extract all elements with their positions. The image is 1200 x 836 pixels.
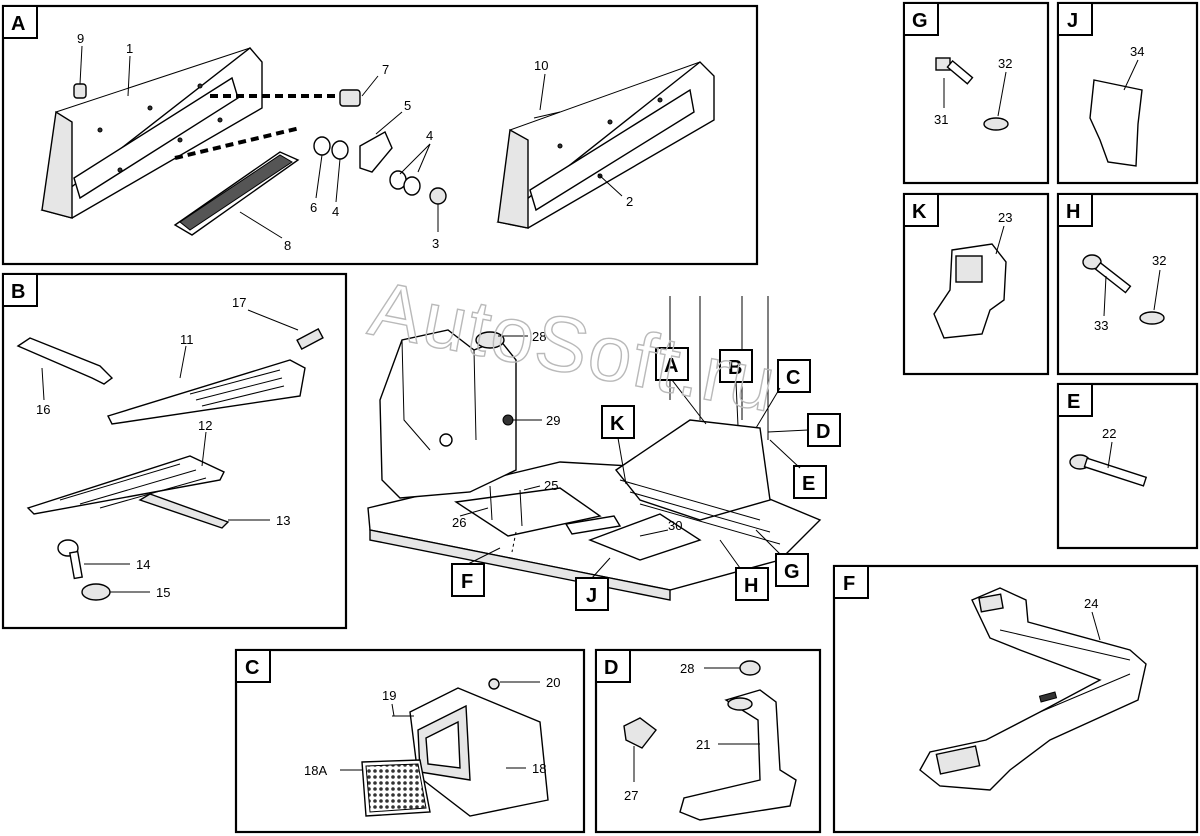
callout-13: 13 [276,513,290,528]
callout-21: 21 [696,737,710,752]
panel-h: H 32 33 [1056,192,1199,376]
callout-20: 20 [546,675,560,690]
panel-b: B 17 11 16 12 13 14 15 [1,272,348,630]
callout-22: 22 [1102,426,1116,441]
callout-24: 24 [1084,596,1098,611]
callout-7: 7 [382,62,389,77]
panel-e-label: E [1067,391,1080,413]
callout-28: 28 [532,329,546,344]
callout-19: 19 [382,688,396,703]
callout-32-h: 32 [1152,253,1166,268]
duct-21 [679,689,797,821]
tag-h: H [744,575,758,597]
callout-1: 1 [126,41,133,56]
tag-b: B [728,357,742,379]
screw-17 [296,328,324,350]
sealant-tube-16 [16,337,114,385]
panel-a-label: A [11,13,25,35]
panel-g-label: G [912,10,928,32]
washer-15 [81,583,111,601]
tag-k: K [610,413,625,435]
panel-b-label: B [11,281,25,303]
callout-16: 16 [36,402,50,417]
panel-f-label: F [843,573,855,595]
tag-j: J [586,585,597,607]
callout-29: 29 [546,413,560,428]
side-frame-right [496,61,715,229]
spoiler-11 [107,359,306,425]
panel-j: J 34 [1056,1,1199,185]
callout-2: 2 [626,194,633,209]
panel-f: F 24 [832,564,1199,834]
tag-f: F [461,571,473,593]
panel-d: D 28 21 27 [594,648,822,834]
cap-9 [73,83,87,99]
callout-11: 11 [180,332,194,347]
clip-27 [623,717,657,749]
panel-h-label: H [1066,201,1080,223]
callout-4a: 4 [426,128,433,143]
callout-15: 15 [156,585,170,600]
nut-20 [488,678,500,690]
callout-12: 12 [198,418,212,433]
callout-6: 6 [310,200,317,215]
panel-e: E 22 [1056,382,1199,550]
console [614,419,771,521]
nut-3 [429,187,447,205]
panel-k-label: K [912,201,927,223]
callout-34: 34 [1130,44,1144,59]
panel-g: G 32 31 [902,1,1050,185]
callout-30: 30 [668,518,682,533]
panel-a: A [1,4,759,266]
washer-4 [331,140,349,160]
filter-8 [173,151,300,236]
callout-10: 10 [534,58,548,73]
strip-13 [138,493,230,529]
washer-32 [983,117,1009,131]
callout-17: 17 [232,295,246,310]
washer-32-h [1139,311,1165,325]
cover-34 [1089,79,1143,167]
cap-28 [739,660,761,676]
callout-27: 27 [624,788,638,803]
callout-14: 14 [136,557,150,572]
callout-31: 31 [934,112,948,127]
overview-drawing: 28 29 25 26 30 A B C D E K F J H G [367,296,841,611]
spoiler-12 [26,455,225,515]
tag-d: D [816,421,830,443]
tag-a: A [664,355,678,377]
callout-9: 9 [77,31,84,46]
tag-c: C [786,367,800,389]
tank-body [379,329,517,499]
callout-32-g: 32 [998,56,1012,71]
tag-g: G [784,561,800,583]
callout-33: 33 [1094,318,1108,333]
washer-6 [313,136,331,156]
bolt-33 [1082,254,1102,270]
panel-k: K 23 [902,192,1050,376]
clip-7 [339,89,361,107]
side-frame-left [40,47,263,219]
tag-e: E [802,473,815,495]
callout-26: 26 [452,515,466,530]
callout-25: 25 [544,478,558,493]
callout-4b: 4 [332,204,339,219]
vent-23 [933,243,1007,339]
callout-5: 5 [404,98,411,113]
panel-j-label: J [1067,10,1078,32]
callout-18: 18 [532,761,546,776]
callout-23: 23 [998,210,1012,225]
callout-3: 3 [432,236,439,251]
callout-28-d: 28 [680,661,694,676]
bracket-5 [359,131,393,173]
mat-f [454,487,602,537]
callout-18a: 18A [304,763,327,778]
panel-c: C 19 20 18A 18 [234,648,586,834]
panel-d-label: D [604,657,618,679]
panel-c-label: C [245,657,259,679]
callout-8: 8 [284,238,291,253]
